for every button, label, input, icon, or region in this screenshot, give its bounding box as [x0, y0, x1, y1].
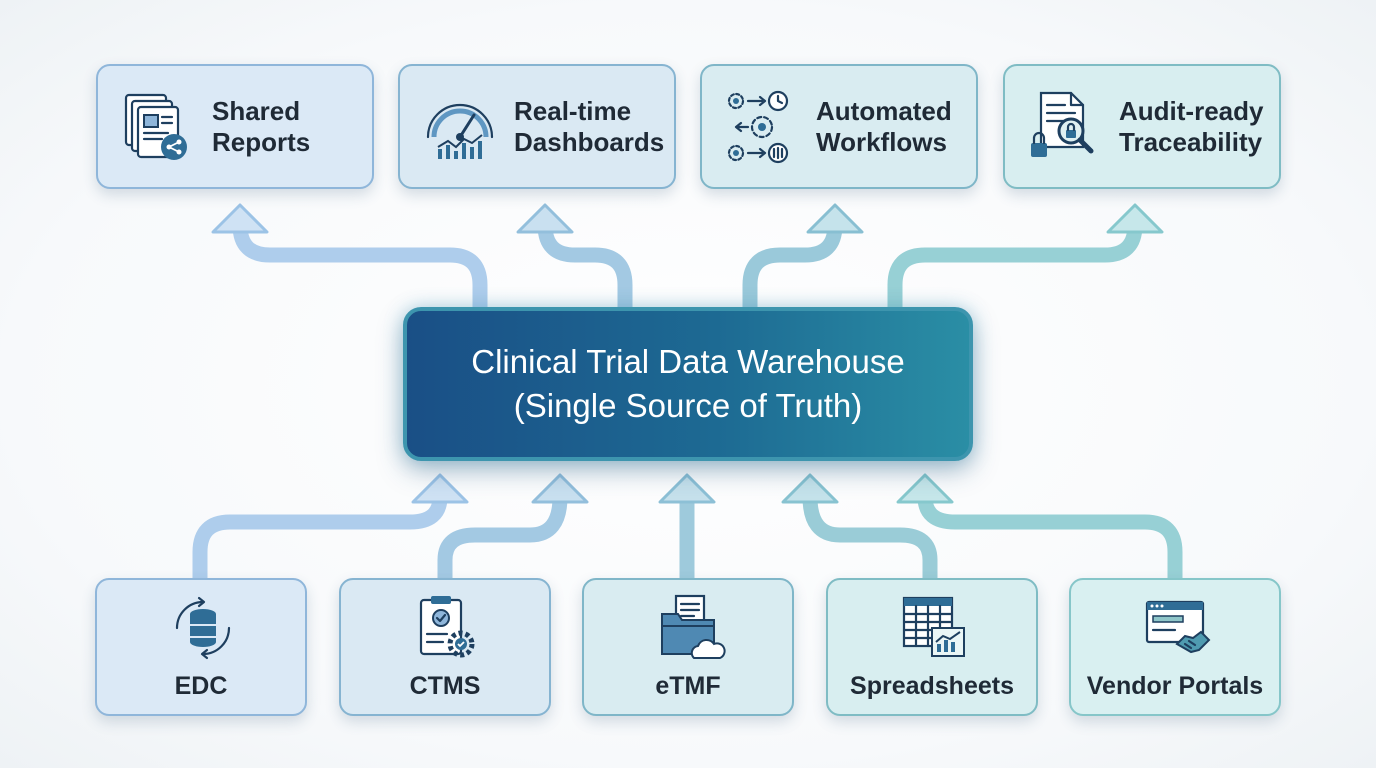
arrowhead-dashboards [516, 203, 574, 234]
arrowhead-etmf [658, 473, 716, 504]
audit-document-lock-icon [1031, 91, 1094, 157]
arrowhead-shared-reports [211, 203, 269, 234]
arrow-to-traceability [887, 224, 1143, 307]
arrowhead-workflows [806, 203, 864, 234]
output-label: Audit-ready Traceability [1119, 95, 1264, 157]
arrow-from-ctms [437, 496, 568, 578]
output-label: Shared Reports [212, 95, 311, 157]
output-shared-reports: Shared Reports [96, 64, 374, 189]
arrowhead-ctms [531, 473, 589, 504]
output-label: Automated Workflows [816, 95, 952, 157]
arrowhead-edc [411, 473, 469, 504]
browser-handshake-icon [1145, 600, 1211, 654]
arrow-from-vendor-portals [917, 496, 1183, 578]
source-label: eTMF [655, 672, 721, 700]
spreadsheet-chart-icon [902, 596, 965, 657]
output-label: Real-time Dashboards [514, 95, 665, 157]
arrowhead-traceability [1106, 203, 1164, 234]
clipboard-gear-icon [419, 596, 475, 658]
hub-title-line1: Clinical Trial Data Warehouse [471, 343, 905, 380]
arrowhead-vendor-portals [896, 473, 954, 504]
output-audit-traceability: Audit-ready Traceability [1003, 64, 1281, 189]
arrow-to-dashboards [537, 224, 633, 307]
hub-title-line2: (Single Source of Truth) [513, 387, 863, 424]
source-vendor-portals: Vendor Portals [1069, 578, 1281, 716]
output-automated-workflows: Automated Workflows [700, 64, 978, 189]
arrowhead-spreadsheets [781, 473, 839, 504]
source-label: Spreadsheets [850, 672, 1014, 700]
arrow-from-edc [192, 496, 448, 578]
arrow-from-spreadsheets [802, 496, 938, 578]
shared-reports-icon [124, 93, 187, 160]
arrow-to-workflows [742, 224, 843, 307]
source-edc: EDC [95, 578, 307, 716]
source-ctms: CTMS [339, 578, 551, 716]
dashboard-gauge-icon [426, 103, 494, 159]
source-spreadsheets: Spreadsheets [826, 578, 1038, 716]
workflow-gears-icon [727, 90, 789, 163]
source-label: CTMS [409, 672, 481, 700]
folder-cloud-icon [661, 594, 726, 659]
source-label: EDC [174, 672, 228, 700]
source-etmf: eTMF [582, 578, 794, 716]
arrow-to-shared-reports [232, 224, 488, 307]
data-warehouse-hub: Clinical Trial Data Warehouse (Single So… [403, 307, 973, 461]
source-label: Vendor Portals [1086, 672, 1264, 700]
database-sync-icon [175, 596, 231, 660]
output-realtime-dashboards: Real-time Dashboards [398, 64, 676, 189]
